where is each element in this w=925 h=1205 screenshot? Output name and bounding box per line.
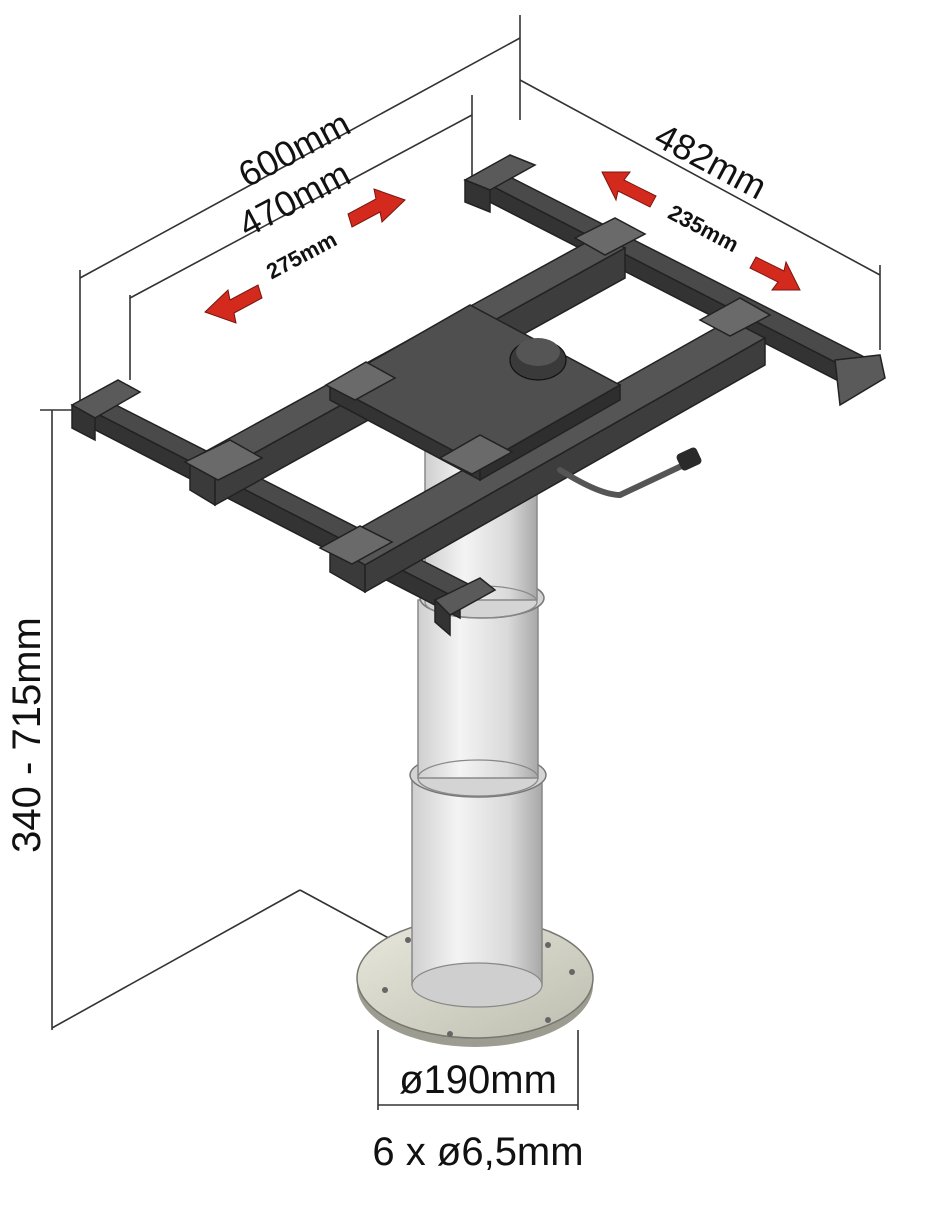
label-235mm: 235mm bbox=[664, 200, 743, 258]
arrow-left-icon bbox=[204, 284, 263, 324]
mount-hole bbox=[569, 969, 575, 975]
dim-482-line bbox=[519, 79, 881, 276]
label-275mm: 275mm bbox=[262, 227, 341, 285]
dim-470-line bbox=[129, 114, 473, 299]
slide-frame bbox=[70, 154, 886, 637]
adjustment-knob bbox=[509, 338, 567, 381]
mount-hole bbox=[405, 937, 411, 943]
dim-600-line bbox=[79, 37, 521, 279]
mount-hole bbox=[447, 1031, 453, 1037]
arrow-right-icon bbox=[347, 188, 406, 228]
arrow-downright-icon bbox=[749, 256, 801, 291]
mount-hole bbox=[545, 1017, 551, 1023]
label-height: 340 - 715mm bbox=[5, 617, 49, 853]
label-482mm: 482mm bbox=[648, 115, 773, 208]
mount-hole bbox=[382, 987, 388, 993]
dimension-lines bbox=[40, 15, 881, 1110]
label-mounting-holes: 6 x ø6,5mm bbox=[372, 1130, 583, 1174]
crank-handle bbox=[557, 447, 702, 499]
arrow-upleft-icon bbox=[601, 171, 657, 208]
mount-hole bbox=[545, 942, 551, 948]
dim-height-ext-bottom-a bbox=[51, 889, 301, 1029]
label-base-diameter: ø190mm bbox=[399, 1058, 557, 1102]
slide-arrows bbox=[204, 171, 801, 324]
